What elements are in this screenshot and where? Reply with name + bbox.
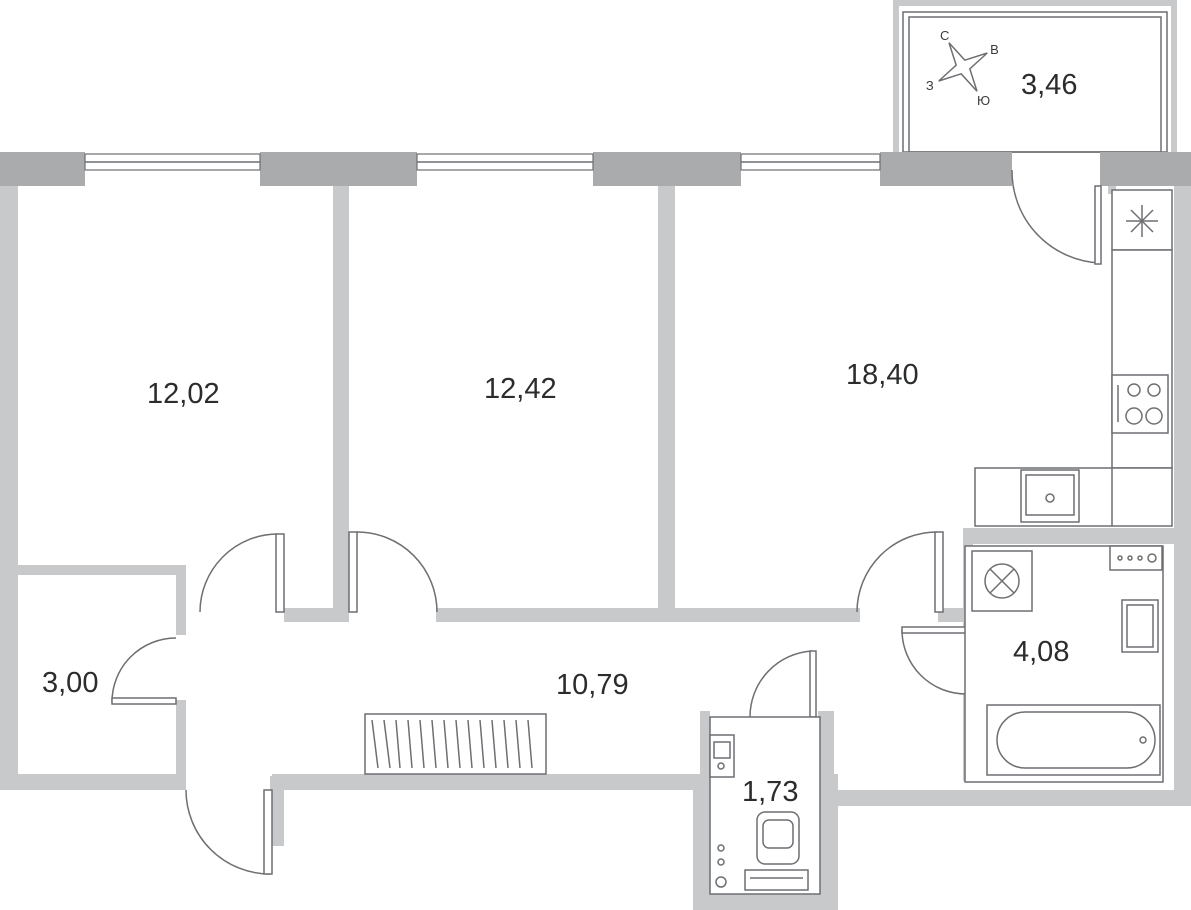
bathtub [986, 704, 1161, 776]
compass-west: З [926, 78, 934, 93]
wc-door [749, 650, 813, 718]
area-living-kitchen: 18,40 [846, 359, 919, 391]
doors [111, 169, 1102, 875]
storage-door [111, 637, 177, 703]
bedroom-middle-door [356, 531, 438, 613]
bathroom-door [901, 629, 967, 695]
counter-right [1111, 249, 1173, 469]
area-storage: 3,00 [42, 667, 98, 699]
wc [709, 716, 821, 895]
compass-east: В [990, 42, 999, 57]
sink [1020, 469, 1080, 523]
compass-north: С [940, 28, 949, 43]
living-door [856, 531, 938, 613]
room-labels: 12,02 12,42 18,40 3,46 3,00 10,79 4,08 1… [42, 69, 1077, 808]
balcony [893, 0, 1177, 153]
cooktop [1111, 374, 1169, 434]
wardrobe [364, 713, 547, 775]
area-bedroom-middle: 12,42 [484, 373, 557, 405]
bedroom-left-door [199, 533, 279, 613]
windows [84, 153, 881, 171]
toilet [756, 811, 800, 865]
area-bedroom-left: 12,02 [147, 378, 220, 410]
kitchen [974, 189, 1173, 527]
area-wc: 1,73 [742, 776, 798, 808]
bathroom-sink [1121, 599, 1159, 653]
bathroom [964, 545, 1164, 783]
area-hallway: 10,79 [556, 669, 629, 701]
area-bathroom: 4,08 [1013, 636, 1069, 668]
exterior-walls [0, 186, 1191, 910]
area-balcony: 3,46 [1021, 69, 1077, 101]
balcony-door [1011, 169, 1101, 264]
entrance-door [185, 789, 271, 875]
compass-rose: С В Ю З [926, 28, 999, 108]
toilet-tank [744, 869, 809, 891]
compass-south: Ю [977, 93, 990, 108]
top-wall [0, 152, 1191, 186]
interior-walls [18, 186, 1174, 781]
